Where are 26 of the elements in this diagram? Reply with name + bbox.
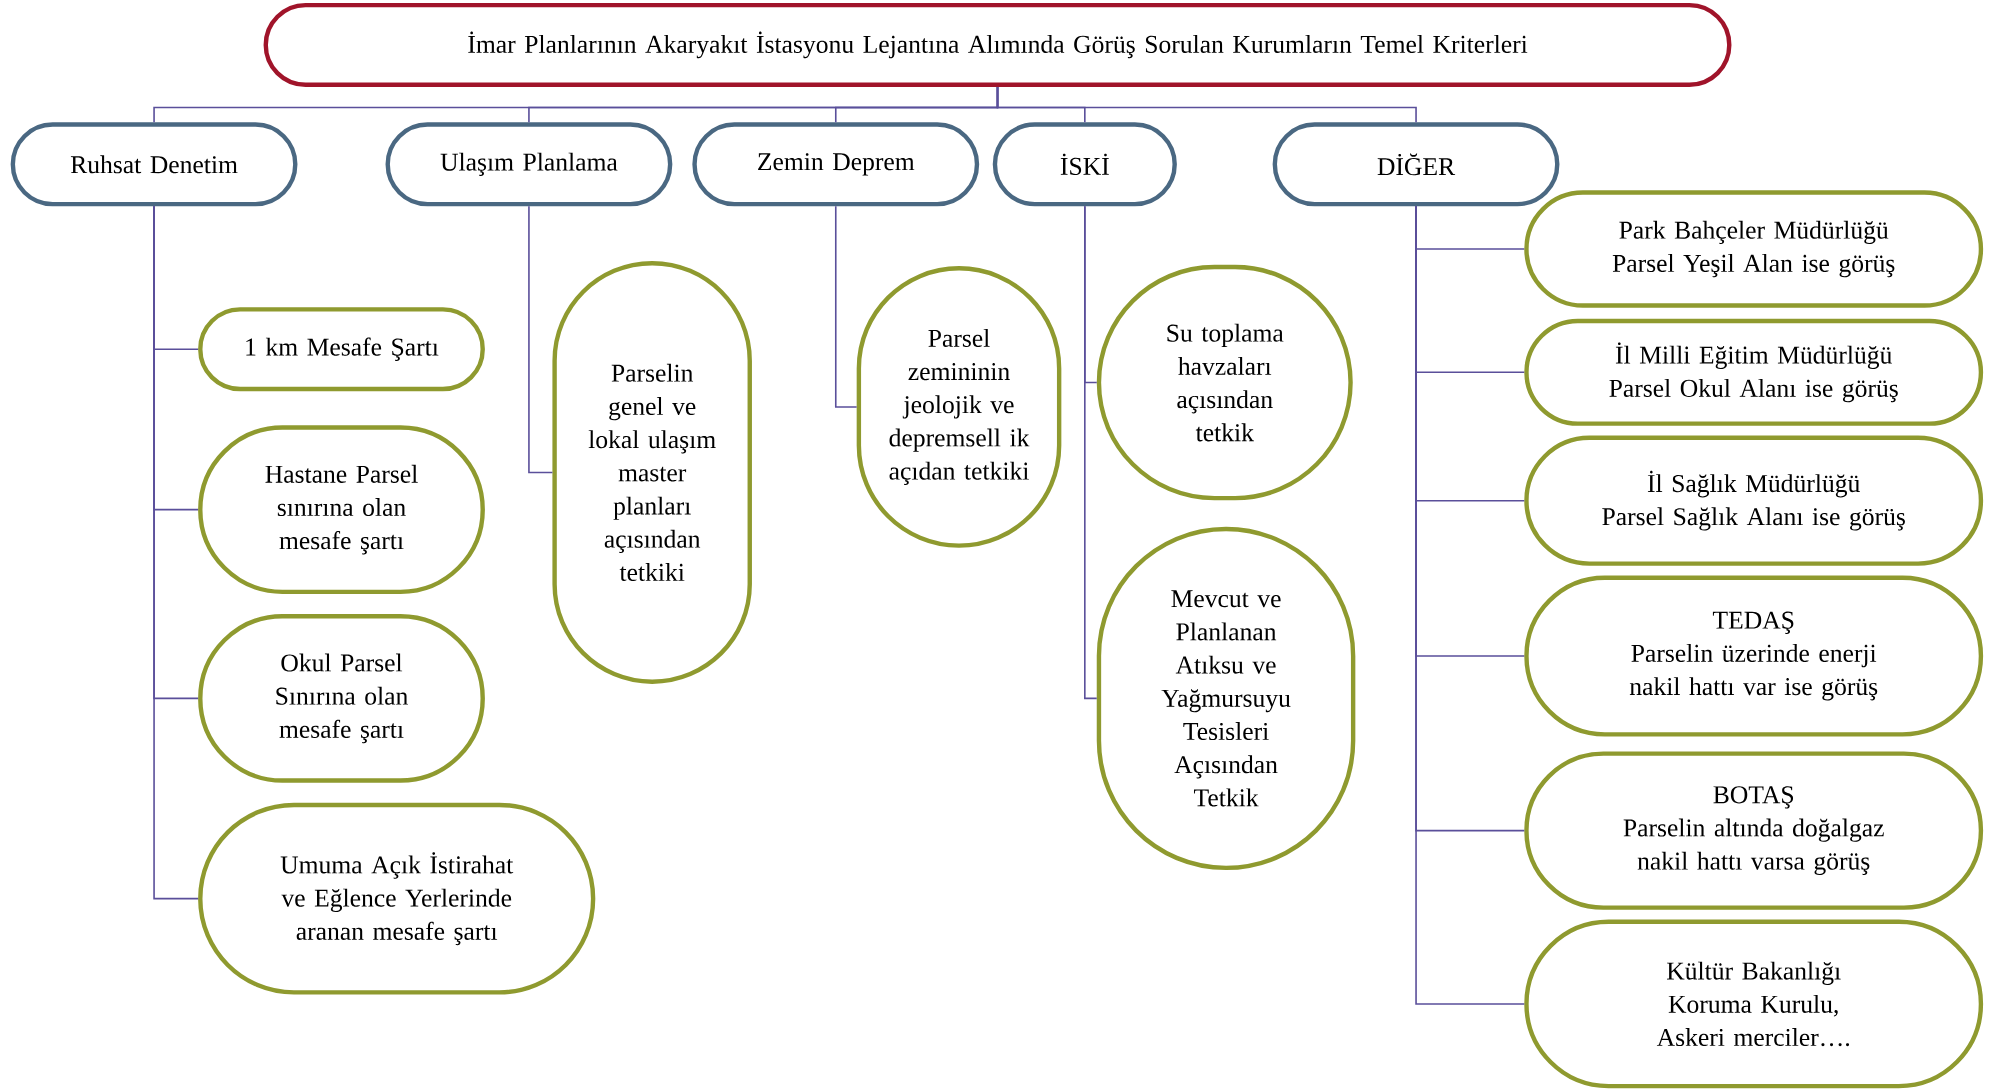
criterion-box: Hastane Parsel sınırına olan mesafe şartı [198, 425, 485, 594]
connector-line [528, 205, 554, 474]
criterion-box: Parselin genel ve lokal ulaşım master planları açısından tetkiki [552, 260, 752, 684]
category-box: Zemin Deprem [692, 122, 980, 207]
criterion-box: İl Sağlık Müdürlüğü Parsel Sağlık Alanı ise görüş [1524, 435, 1984, 566]
criterion-box: 1 km Mesafe Şartı [198, 307, 485, 392]
criterion-box: İl Milli Eğitim Müdürlüğü Parsel Okul Alanı ise görüş [1524, 318, 1984, 426]
title-box: İmar Planlarının Akaryakıt İstasyonu Lejantına Alımında Görüş Sorulan Kurumların Temel Kriterleri [263, 2, 1732, 87]
criterion-box: Park Bahçeler Müdürlüğü Parsel Yeşil Alan ise görüş [1524, 190, 1984, 308]
category-box: Ulaşım Planlama [385, 122, 673, 207]
criterion-box: Okul Parsel Sınırına olan mesafe şartı [198, 613, 485, 783]
connector-line [153, 205, 199, 900]
connector-line [996, 86, 1417, 123]
category-box: DİĞER [1272, 122, 1560, 207]
criterion-box: Umuma Açık İstirahat ve Eğlence Yerlerinde aranan mesafe şartı [198, 802, 596, 995]
criterion-box: Kültür Bakanlığı Koruma Kurulu, Askeri merciler…. [1524, 919, 1984, 1089]
criterion-box: Mevcut ve Planlanan Atıksu ve Yağmursuyu Tesisleri Açısından Tetkik [1096, 526, 1356, 870]
criterion-box: TEDAŞ Parselin üzerinde enerji nakil hattı var ise görüş [1524, 575, 1984, 737]
connector-line [1084, 205, 1098, 700]
connector-line [1415, 205, 1526, 1005]
category-box: İSKİ [992, 122, 1177, 207]
connector-line [834, 205, 858, 408]
criterion-box: Su toplama havzaları açısından tetkik [1096, 264, 1353, 501]
category-box: Ruhsat Denetim [10, 122, 298, 207]
criterion-box: Parsel zemininin jeolojik ve depremsell ik açıdan tetkiki [856, 266, 1062, 548]
criterion-box: BOTAŞ Parselin altında doğalgaz nakil hattı varsa görüş [1524, 751, 1984, 910]
